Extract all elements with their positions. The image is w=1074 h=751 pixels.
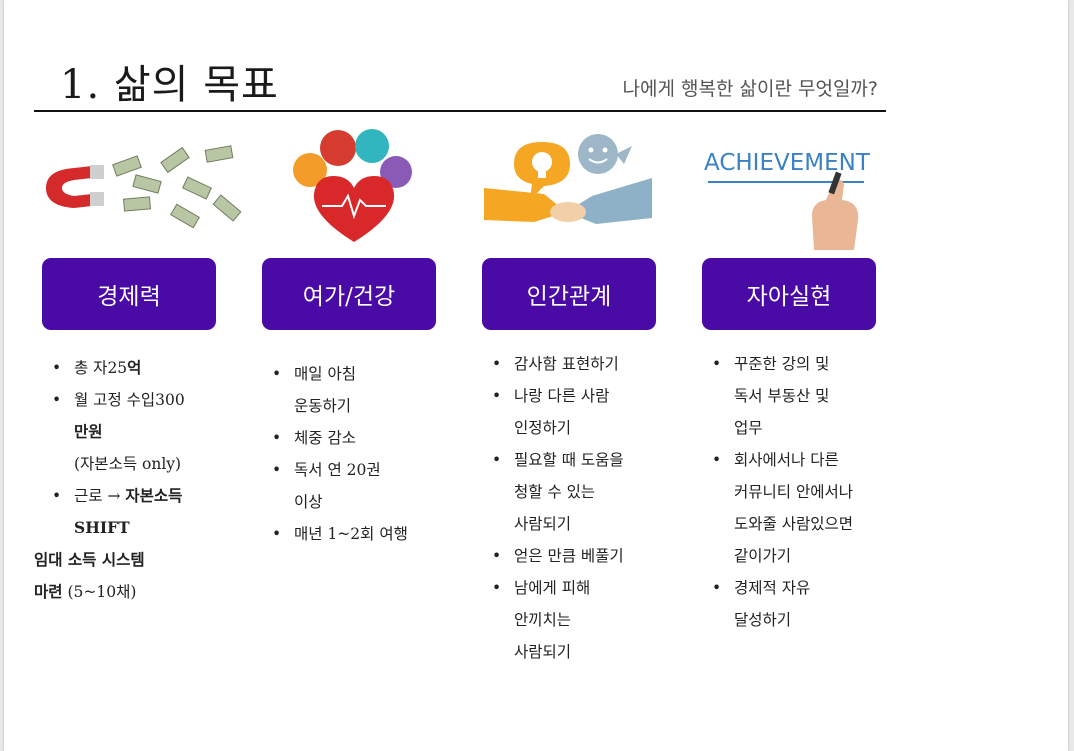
list-item: 경제적 자유 xyxy=(694,572,904,604)
list-item-cont: 독서 부동산 및 xyxy=(734,387,830,405)
list-item-cont: 운동하기 xyxy=(294,397,352,415)
list-item: 감사함 표현하기 xyxy=(474,348,684,380)
list-item-cont: 사람되기 xyxy=(514,643,572,661)
achievement-text: ACHIEVEMENT xyxy=(704,150,871,176)
economy-list: 총 자25억 월 고정 수입300 만원 (자본소득 only) 근로 → 자본… xyxy=(34,352,244,608)
list-item-cont: 도와줄 사람있으면 xyxy=(734,515,854,533)
heading-relationship: 인간관계 xyxy=(482,258,656,330)
self-realization-list: 꾸준한 강의 및 독서 부동산 및 업무 회사에서나 다른 커뮤니티 안에서나 … xyxy=(694,348,904,636)
handshake-icon xyxy=(484,134,652,224)
list-item-cont: SHIFT xyxy=(74,518,130,537)
list-item: 매일 아침 xyxy=(254,358,464,390)
heading-economy: 경제력 xyxy=(42,258,216,330)
list-item-cont: 인정하기 xyxy=(514,419,572,437)
list-item-cont: 만원 xyxy=(74,422,103,441)
list-item-cont: 사람되기 xyxy=(514,515,572,533)
list-item: 꾸준한 강의 및 xyxy=(694,348,904,380)
slide-page: 1. 삶의 목표 나에게 행복한 삶이란 무엇일까? 경제력 총 자25 xyxy=(4,0,1068,751)
magnet-money-icon xyxy=(46,145,242,229)
list-item: 회사에서나 다른 xyxy=(694,444,904,476)
list-item: 매년 1~2회 여행 xyxy=(254,518,464,550)
relationship-list: 감사함 표현하기 나랑 다른 사람 인정하기 필요할 때 도움을 청할 수 있는… xyxy=(474,348,684,668)
list-item-cont: 안끼치는 xyxy=(514,611,572,629)
list-item: 얻은 만큼 베풀기 xyxy=(474,540,684,572)
free-line: 임대 소득 시스템 xyxy=(34,550,145,569)
list-item-cont: 같이가기 xyxy=(734,547,792,565)
heading-leisure: 여가/건강 xyxy=(262,258,436,330)
page-subtitle: 나에게 행복한 삶이란 무엇일까? xyxy=(622,78,878,100)
list-item: 남에게 피해 xyxy=(474,572,684,604)
list-item-cont: (자본소득 only) xyxy=(74,455,182,473)
list-item: 체중 감소 xyxy=(254,422,464,454)
list-item-cont: 커뮤니티 안에서나 xyxy=(734,483,854,501)
page-title: 1. 삶의 목표 xyxy=(60,62,279,108)
list-item: 근로 → 자본소득 xyxy=(34,480,244,512)
list-item: 총 자25억 xyxy=(34,352,244,384)
free-line: 마련 (5~10채) xyxy=(34,582,137,601)
list-item-cont: 청할 수 있는 xyxy=(514,483,596,501)
list-item: 나랑 다른 사람 xyxy=(474,380,684,412)
list-item-cont: 이상 xyxy=(294,493,323,511)
list-item-cont: 달성하기 xyxy=(734,611,792,629)
heading-self-realization: 자아실현 xyxy=(702,258,876,330)
leisure-list: 매일 아침 운동하기 체중 감소 독서 연 20권 이상 매년 1~2회 여행 xyxy=(254,358,464,550)
achievement-hand-icon: ACHIEVEMENT xyxy=(704,150,871,250)
list-item: 월 고정 수입300 xyxy=(34,384,244,416)
list-item: 독서 연 20권 xyxy=(254,454,464,486)
list-item-cont: 업무 xyxy=(734,419,763,437)
list-item: 필요할 때 도움을 xyxy=(474,444,684,476)
title-divider xyxy=(34,110,886,112)
heart-health-icon xyxy=(293,129,412,242)
